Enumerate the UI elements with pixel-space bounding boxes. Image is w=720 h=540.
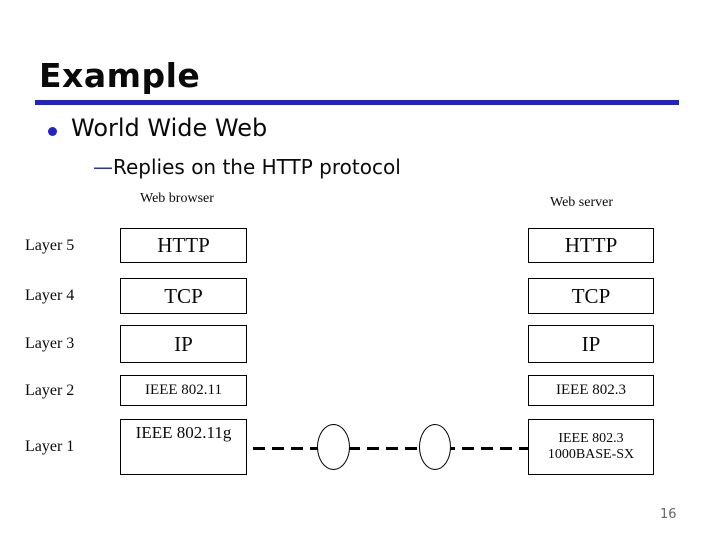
server-layer5-http-box: HTTP xyxy=(528,228,654,263)
layer-3-label: Layer 3 xyxy=(25,335,75,352)
browser-layer1-80211g-box: IEEE 802.11g xyxy=(120,419,247,475)
sub-bullet-dash: — xyxy=(93,155,113,179)
server-layer1-line2: 1000BASE-SX xyxy=(547,447,635,462)
dashed-link-line xyxy=(253,447,528,450)
slide-title: Example xyxy=(39,56,201,95)
server-layer1-line1: IEEE 802.3 xyxy=(558,430,624,446)
web-server-label: Web server xyxy=(550,195,614,210)
server-layer4-tcp-box: TCP xyxy=(528,278,654,314)
network-cloud-ellipse-1 xyxy=(317,424,350,470)
bullet-world-wide-web: World Wide Web xyxy=(71,114,268,142)
network-cloud-ellipse-2 xyxy=(419,424,451,470)
layer-1-label: Layer 1 xyxy=(25,438,75,455)
sub-bullet-text: Replies on the HTTP protocol xyxy=(113,155,401,179)
browser-layer5-http-box: HTTP xyxy=(120,228,247,263)
layer-5-label: Layer 5 xyxy=(25,237,75,254)
layer-2-label: Layer 2 xyxy=(25,382,75,399)
server-layer3-ip-box: IP xyxy=(528,325,654,363)
web-browser-label: Web browser xyxy=(140,191,214,206)
browser-layer3-ip-box: IP xyxy=(120,325,247,363)
server-layer1-8023-1000basesx-box: IEEE 802.3 1000BASE-SX xyxy=(528,419,654,475)
browser-layer2-80211-box: IEEE 802.11 xyxy=(120,375,247,406)
layer-4-label: Layer 4 xyxy=(25,287,75,304)
bullet-icon xyxy=(48,127,57,136)
title-underline-rule xyxy=(35,100,679,105)
sub-bullet-http-protocol: —Replies on the HTTP protocol xyxy=(93,155,401,179)
server-layer2-8023-box: IEEE 802.3 xyxy=(528,375,654,406)
browser-layer4-tcp-box: TCP xyxy=(120,278,247,314)
page-number: 16 xyxy=(660,507,677,522)
